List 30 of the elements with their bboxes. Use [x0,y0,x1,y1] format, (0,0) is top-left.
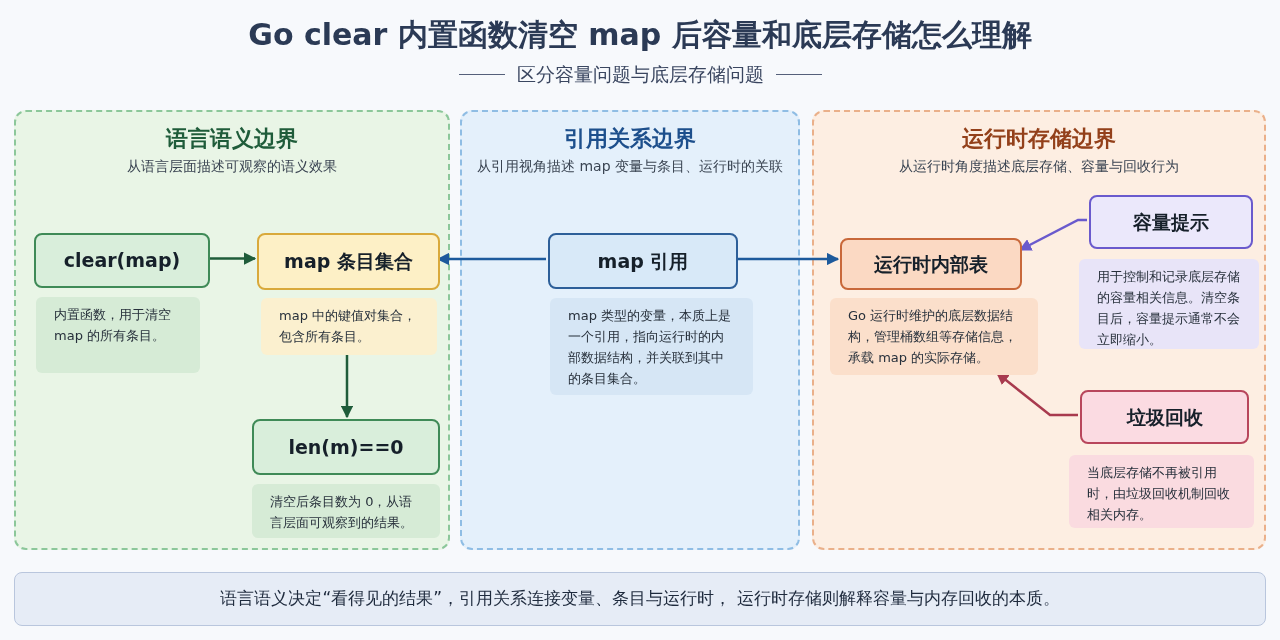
process-box: map 条目集合 [257,233,440,290]
note-card: map 类型的变量，本质上是一个引用，指向运行时的内部数据结构，并关联到其中的条目集合。 [550,298,753,395]
note-card: map 中的键值对集合，包含所有条目。 [261,298,437,355]
panel-background [460,110,800,550]
process-box: map 引用 [548,233,738,289]
arrow [736,252,840,266]
arrow [340,353,354,419]
process-box: 垃圾回收 [1080,390,1249,444]
process-box: 容量提示 [1089,195,1253,249]
panel-heading: 运行时存储边界 [962,125,1116,153]
note-card: 内置函数，用于清空 map 的所有条目。 [36,297,200,373]
process-box: 运行时内部表 [840,238,1022,290]
diagram-subtitle: 区分容量问题与底层存储问题 [516,62,764,87]
arrow [208,252,257,265]
arrow [996,372,1078,417]
panel-background [14,110,450,550]
process-box: len(m)==0 [252,419,440,475]
note-card: 用于控制和记录底层存储的容量相关信息。清空条目后，容量提示通常不会立即缩小。 [1079,259,1259,349]
process-box: clear(map) [34,233,210,288]
panel-background [812,110,1266,550]
note-card: Go 运行时维护的底层数据结构，管理桶数组等存储信息，承载 map 的实际存储。 [830,298,1038,375]
panel-subtitle: 从语言层面描述可观察的语义效果 [127,157,337,176]
panel-heading: 语言语义边界 [166,125,298,153]
diagram-title: Go clear 内置函数清空 map 后容量和底层存储怎么理解 [248,16,1032,54]
panel-subtitle: 从引用视角描述 map 变量与条目、运行时的关联 [477,157,783,176]
panel-heading: 引用关系边界 [564,125,696,153]
summary-banner: 语言语义决定“看得见的结果”，引用关系连接变量、条目与运行时， 运行时存储则解释容量与内存回收的本质。 [14,572,1266,626]
note-card: 当底层存储不再被引用时，由垃圾回收机制回收相关内存。 [1069,455,1254,528]
note-card: 清空后条目数为 0，从语言层面可观察到的结果。 [252,484,440,538]
panel-subtitle: 从运行时角度描述底层存储、容量与回收行为 [899,157,1179,176]
